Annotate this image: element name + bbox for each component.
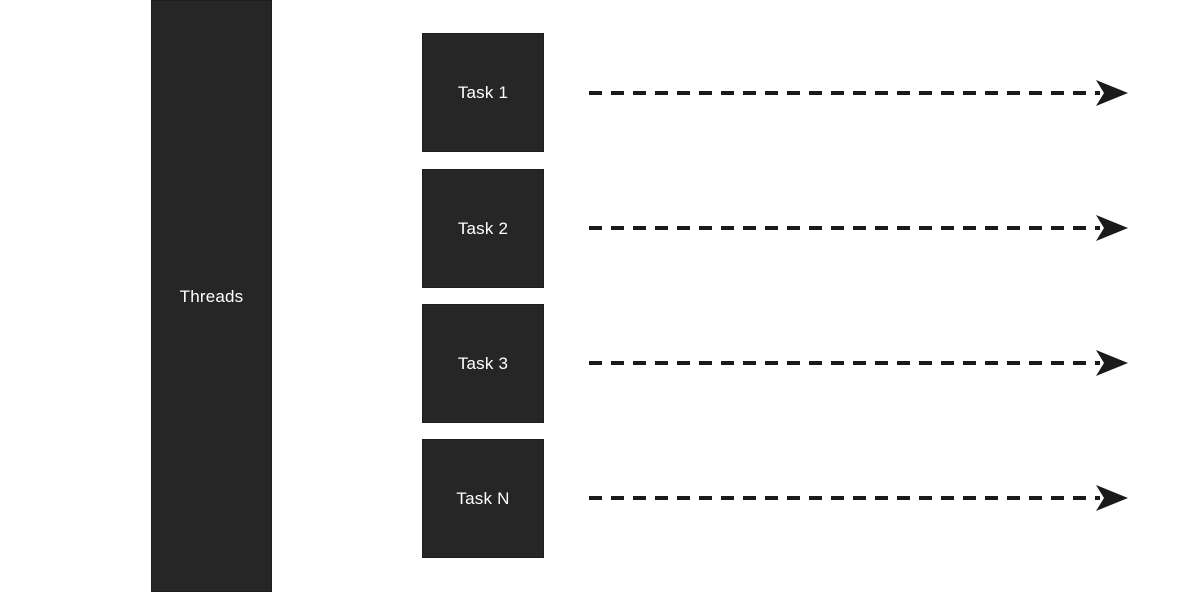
threads-block-label: Threads [179, 286, 244, 306]
dashed-arrow-icon [589, 350, 1128, 376]
task-box-3[interactable]: Task 3 [422, 304, 544, 423]
task-box-2-label: Task 2 [457, 219, 509, 238]
task-box-3-label: Task 3 [457, 354, 509, 373]
dashed-arrow-icon [589, 215, 1128, 241]
task-arrow-2 [588, 208, 1133, 248]
dashed-arrow-icon [589, 485, 1128, 511]
task-arrow-3 [588, 343, 1133, 383]
task-box-2[interactable]: Task 2 [422, 169, 544, 288]
task-box-n-label: Task N [456, 489, 510, 508]
task-box-1-label: Task 1 [457, 83, 509, 102]
task-box-1[interactable]: Task 1 [422, 33, 544, 152]
task-arrow-1 [588, 73, 1133, 113]
dashed-arrow-icon [589, 80, 1128, 106]
threads-block[interactable]: Threads [151, 0, 272, 592]
task-box-n[interactable]: Task N [422, 439, 544, 558]
task-arrow-n [588, 478, 1133, 518]
